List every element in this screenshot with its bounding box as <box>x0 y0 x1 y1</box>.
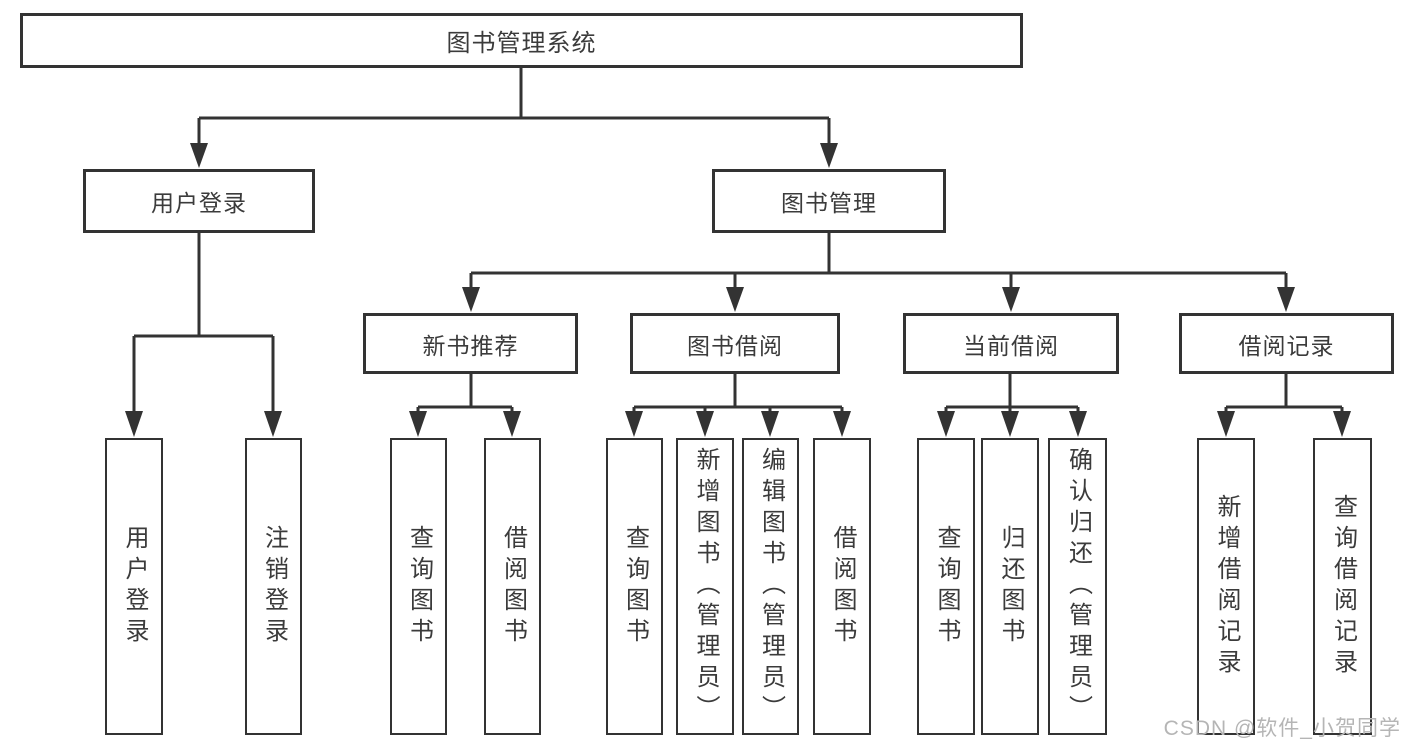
leaf-logout: 注销登录 <box>245 438 302 735</box>
leaf-query-book-1: 查询图书 <box>390 438 447 735</box>
leaf-confirm-return-admin-label: 确认归还（管理员） <box>1064 447 1092 726</box>
leaf-add-borrow-record: 新增借阅记录 <box>1197 438 1255 735</box>
node-current-borrow: 当前借阅 <box>903 313 1119 374</box>
leaf-borrow-book-2: 借阅图书 <box>813 438 871 735</box>
csdn-watermark: CSDN @软件_小贺同学 <box>1163 717 1401 740</box>
leaf-return-book-label: 归还图书 <box>997 524 1024 649</box>
leaf-borrow-book-1-label: 借阅图书 <box>499 524 527 649</box>
node-root-label: 图书管理系统 <box>446 30 597 57</box>
node-user-login: 用户登录 <box>83 169 315 233</box>
leaf-add-borrow-record-label: 新增借阅记录 <box>1213 493 1240 680</box>
node-new-book-recommend: 新书推荐 <box>363 313 578 374</box>
leaf-user-login-label: 用户登录 <box>121 524 148 649</box>
node-new-book-recommend-label: 新书推荐 <box>422 332 519 359</box>
node-root: 图书管理系统 <box>20 13 1023 68</box>
leaf-user-login: 用户登录 <box>105 438 163 735</box>
leaf-return-book: 归还图书 <box>981 438 1039 735</box>
node-book-management: 图书管理 <box>712 169 946 233</box>
leaf-query-book-3-label: 查询图书 <box>933 524 960 649</box>
node-book-management-label: 图书管理 <box>781 190 877 216</box>
leaf-borrow-book-2-label: 借阅图书 <box>829 524 856 649</box>
leaf-edit-book-admin: 编辑图书（管理员） <box>742 438 799 735</box>
leaf-query-book-2: 查询图书 <box>606 438 663 735</box>
node-book-borrow: 图书借阅 <box>630 313 840 374</box>
leaf-query-book-2-label: 查询图书 <box>621 524 649 649</box>
leaf-add-book-admin: 新增图书（管理员） <box>676 438 734 735</box>
leaf-query-book-1-label: 查询图书 <box>405 524 433 649</box>
node-borrow-record: 借阅记录 <box>1179 313 1394 374</box>
leaf-borrow-book-1: 借阅图书 <box>484 438 541 735</box>
leaf-add-book-admin-label: 新增图书（管理员） <box>692 447 719 726</box>
node-current-borrow-label: 当前借阅 <box>963 332 1059 359</box>
leaf-query-borrow-record: 查询借阅记录 <box>1313 438 1372 735</box>
node-user-login-label: 用户登录 <box>151 190 247 216</box>
leaf-confirm-return-admin: 确认归还（管理员） <box>1048 438 1107 735</box>
node-borrow-record-label: 借阅记录 <box>1238 332 1335 359</box>
leaf-logout-label: 注销登录 <box>260 524 288 649</box>
leaf-edit-book-admin-label: 编辑图书（管理员） <box>757 447 785 726</box>
node-book-borrow-label: 图书借阅 <box>687 332 783 359</box>
leaf-query-borrow-record-label: 查询借阅记录 <box>1329 493 1357 680</box>
leaf-query-book-3: 查询图书 <box>917 438 975 735</box>
